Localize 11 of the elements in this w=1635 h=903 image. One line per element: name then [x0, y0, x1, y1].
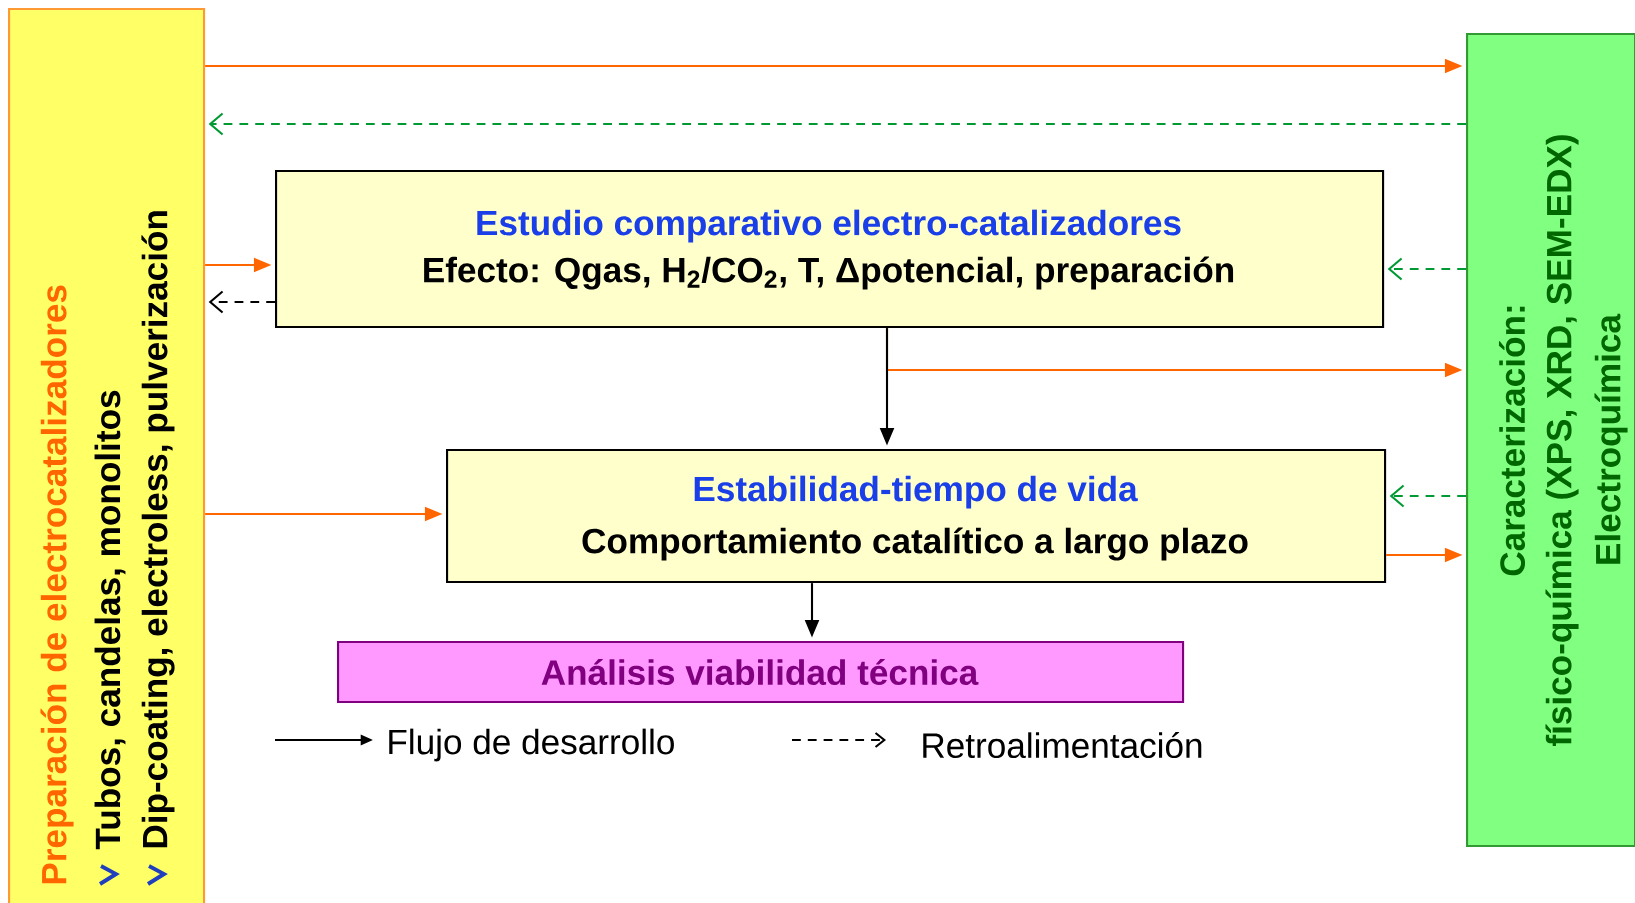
side-panel: Caracterización: físico-química (XPS, XRD, SEM-EDX) Electroquímica [1466, 33, 1635, 848]
legend-label: Retroalimentación [923, 731, 1202, 759]
legend-label: Flujo de desarrollo [389, 728, 674, 762]
arrow [208, 112, 1466, 136]
arrow [1387, 257, 1466, 281]
side-panel: Preparación de electrocatalizadores Tubos, candelas, monolitos Dip-coating, electroless, pulverización [8, 8, 206, 903]
process-box: Estudio comparativo electro-catalizadores Efecto: Qgas, H$_{2}$/CO$_{2}$, T, Δpotencial, preparación [275, 170, 1385, 329]
result-box: Análisis viabilidad técnica [337, 641, 1185, 704]
process-box: Estabilidad-tiempo de vida Comportamiento catalítico a largo plazo [446, 449, 1387, 584]
arrow [208, 290, 275, 314]
arrow [1389, 484, 1466, 508]
